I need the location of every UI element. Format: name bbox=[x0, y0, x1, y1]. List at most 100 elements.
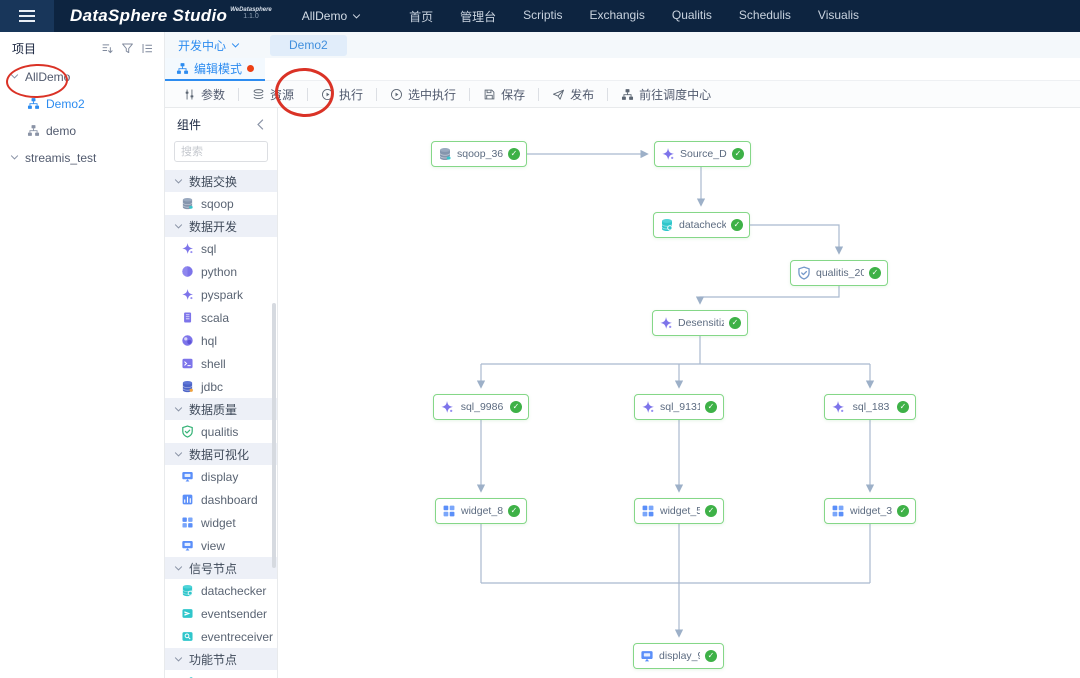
success-badge-icon bbox=[729, 317, 741, 329]
component-display[interactable]: display bbox=[165, 465, 277, 488]
component-label: datachecker bbox=[201, 583, 267, 598]
button-label: 执行 bbox=[339, 87, 364, 102]
tree-item-demo2[interactable]: Demo2 bbox=[0, 93, 164, 114]
component-search-input[interactable] bbox=[174, 141, 268, 162]
chevron-down-icon bbox=[231, 41, 240, 50]
node-label: widget_3197 bbox=[850, 505, 892, 517]
component-sqoop[interactable]: sqoop bbox=[165, 192, 277, 215]
component-jdbc[interactable]: jdbc bbox=[165, 375, 277, 398]
node-datachecker[interactable]: datachecker... bbox=[653, 212, 750, 238]
goto-scheduler-button[interactable]: 前往调度中心 bbox=[611, 86, 721, 103]
nav-item-qualitis[interactable]: Qualitis bbox=[671, 7, 712, 22]
node-widget-8097[interactable]: widget_8097 bbox=[435, 498, 527, 524]
resources-button[interactable]: 资源 bbox=[242, 86, 304, 103]
section-signal-nodes[interactable]: 信号节点 bbox=[165, 557, 277, 579]
node-sql-9131[interactable]: sql_9131 bbox=[634, 394, 724, 420]
dev-center-dropdown[interactable]: 开发中心 bbox=[178, 37, 240, 54]
tree-label: Demo2 bbox=[46, 96, 85, 111]
monitor-blue-icon bbox=[181, 470, 194, 483]
nav-item-scriptis[interactable]: Scriptis bbox=[523, 7, 563, 22]
tree-item-streamis-test[interactable]: streamis_test bbox=[0, 147, 164, 168]
node-sql-183[interactable]: sql_183 bbox=[824, 394, 916, 420]
node-label: sql_9131 bbox=[660, 401, 700, 413]
tree-item-demo[interactable]: demo bbox=[0, 120, 164, 141]
component-view[interactable]: view bbox=[165, 534, 277, 557]
node-label: widget_8097 bbox=[461, 505, 503, 517]
component-hql[interactable]: hql bbox=[165, 329, 277, 352]
component-eventreceiver[interactable]: eventreceiver bbox=[165, 625, 277, 648]
button-label: 参数 bbox=[201, 87, 226, 102]
add-to-list-icon[interactable] bbox=[101, 42, 114, 55]
run-selected-button[interactable]: 选中执行 bbox=[380, 86, 466, 103]
node-widget-3197[interactable]: widget_3197 bbox=[824, 498, 916, 524]
back-arrow-icon[interactable] bbox=[254, 118, 267, 131]
component-label: scala bbox=[201, 310, 230, 325]
section-data-dev[interactable]: 数据开发 bbox=[165, 215, 277, 237]
book-purple-icon bbox=[181, 311, 194, 324]
circle-purple-icon bbox=[181, 265, 194, 278]
button-label: 前往调度中心 bbox=[639, 87, 712, 102]
shield-blue-icon bbox=[797, 266, 811, 280]
node-desensitized[interactable]: Desensitized... bbox=[652, 310, 748, 336]
node-label: sql_183 bbox=[852, 401, 890, 413]
node-source-data[interactable]: Source_Data bbox=[654, 141, 751, 167]
node-label: widget_5045 bbox=[660, 505, 700, 517]
node-qualitis-2000[interactable]: qualitis_2000 bbox=[790, 260, 888, 286]
component-label: sql bbox=[201, 241, 217, 256]
section-function-nodes[interactable]: 功能节点 bbox=[165, 648, 277, 670]
database-search-teal-icon bbox=[660, 218, 674, 232]
component-datachecker[interactable]: datachecker bbox=[165, 579, 277, 602]
node-label: sqoop_3679 bbox=[457, 148, 503, 160]
component-label: eventsender bbox=[201, 606, 268, 621]
tab-edit-mode[interactable]: 编辑模式 bbox=[165, 58, 266, 81]
star-purple-icon bbox=[659, 316, 673, 330]
nav-item-schedulis[interactable]: Schedulis bbox=[738, 7, 791, 22]
workflow-icon bbox=[176, 62, 189, 75]
component-widget[interactable]: widget bbox=[165, 511, 277, 534]
component-sql[interactable]: sql bbox=[165, 237, 277, 260]
component-eventsender[interactable]: eventsender bbox=[165, 602, 277, 625]
workflow-canvas[interactable]: sqoop_3679 Source_Data datachecker... qu… bbox=[278, 108, 1080, 678]
section-data-quality[interactable]: 数据质量 bbox=[165, 398, 277, 420]
tab-demo2[interactable]: Demo2 bbox=[270, 34, 347, 56]
component-pyspark[interactable]: pyspark bbox=[165, 283, 277, 306]
node-sqoop-3679[interactable]: sqoop_3679 bbox=[431, 141, 527, 167]
section-label: 数据交换 bbox=[189, 174, 238, 189]
component-label: widget bbox=[201, 515, 236, 530]
success-badge-icon bbox=[510, 401, 522, 413]
save-button[interactable]: 保存 bbox=[473, 86, 535, 103]
node-sql-9986[interactable]: sql_9986 bbox=[433, 394, 529, 420]
publish-button[interactable]: 发布 bbox=[542, 86, 604, 103]
filter-funnel-icon[interactable] bbox=[121, 42, 134, 55]
tree-item-alldemo[interactable]: AllDemo bbox=[0, 66, 164, 87]
section-data-exchange[interactable]: 数据交换 bbox=[165, 170, 277, 192]
run-button[interactable]: 执行 bbox=[311, 86, 373, 103]
workspace-selector[interactable]: AllDemo bbox=[302, 9, 361, 23]
component-connector[interactable]: connector bbox=[165, 670, 277, 678]
component-python[interactable]: python bbox=[165, 260, 277, 283]
success-badge-icon bbox=[508, 148, 520, 160]
component-scala[interactable]: scala bbox=[165, 306, 277, 329]
nav-item-visualis[interactable]: Visualis bbox=[817, 7, 860, 22]
save-icon bbox=[483, 88, 496, 101]
component-dashboard[interactable]: dashboard bbox=[165, 488, 277, 511]
section-label: 数据可视化 bbox=[189, 447, 250, 462]
node-widget-5045[interactable]: widget_5045 bbox=[634, 498, 724, 524]
panel-scrollbar[interactable] bbox=[272, 303, 276, 568]
params-button[interactable]: 参数 bbox=[173, 86, 235, 103]
nav-item-exchangis[interactable]: Exchangis bbox=[589, 7, 645, 22]
hamburger-menu-icon[interactable] bbox=[0, 0, 54, 32]
button-label: 保存 bbox=[501, 87, 526, 102]
component-qualitis[interactable]: qualitis bbox=[165, 420, 277, 443]
layers-icon bbox=[252, 88, 265, 101]
node-display-9653[interactable]: display_9653 bbox=[633, 643, 724, 669]
section-data-viz[interactable]: 数据可视化 bbox=[165, 443, 277, 465]
tree-label: AllDemo bbox=[25, 69, 71, 84]
nav-item-home[interactable]: 首页 bbox=[409, 9, 434, 24]
nav-item-console[interactable]: 管理台 bbox=[460, 9, 497, 24]
workspace-tab-bar: 开发中心 Demo2 bbox=[165, 32, 1080, 58]
component-shell[interactable]: shell bbox=[165, 352, 277, 375]
top-navbar: DataSphere Studio WeDatasphere 1.1.0 All… bbox=[0, 0, 1080, 32]
collapse-tree-icon[interactable] bbox=[141, 42, 154, 55]
play-circle-icon bbox=[390, 88, 403, 101]
